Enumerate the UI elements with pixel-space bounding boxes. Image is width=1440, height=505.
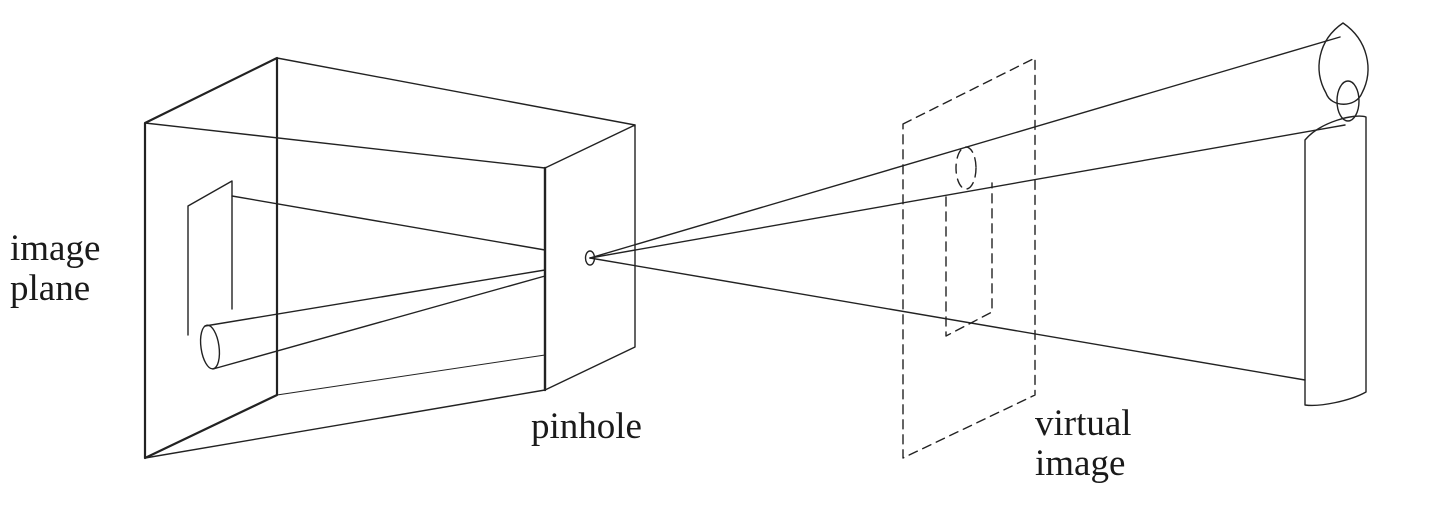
- projected-image: [187, 180, 546, 370]
- box-hidden-edge: [276, 354, 546, 396]
- box-top-edge: [276, 57, 636, 126]
- candle-body: [1304, 115, 1367, 407]
- camera-box: [143, 56, 636, 460]
- inverted-candle-top-edge: [204, 269, 546, 327]
- virtual-image-label-line1: virtual: [1035, 403, 1132, 444]
- ray: [589, 36, 1341, 259]
- flame-outer: [1318, 22, 1369, 105]
- candle-object: [1304, 22, 1369, 407]
- inverted-candle-bottom-edge: [212, 275, 546, 370]
- ray: [589, 257, 1306, 381]
- virtual-image-plane: [902, 57, 1036, 459]
- box-bottom-edge: [144, 389, 546, 459]
- flame-inner: [1336, 80, 1360, 122]
- box-top-edge: [144, 122, 546, 169]
- virtual-image-label: virtual image: [1035, 404, 1132, 484]
- virtual-plane-outline: [902, 57, 1036, 459]
- image-plane-face: [143, 56, 279, 460]
- light-rays: [231, 36, 1346, 381]
- pinhole: [584, 250, 596, 266]
- virtual-candle: [945, 182, 993, 337]
- ray: [589, 124, 1346, 259]
- virtual-image-label-line2: image: [1035, 443, 1126, 484]
- image-plane-label-line1: image: [10, 228, 101, 269]
- virtual-flame: [955, 146, 977, 190]
- image-rectangle: [187, 180, 233, 336]
- image-plane-label: image plane: [10, 229, 100, 309]
- inverted-flame-image: [199, 324, 221, 370]
- image-plane-label-line2: plane: [10, 268, 91, 309]
- pinhole-label: pinhole: [531, 406, 642, 447]
- ray: [231, 195, 546, 251]
